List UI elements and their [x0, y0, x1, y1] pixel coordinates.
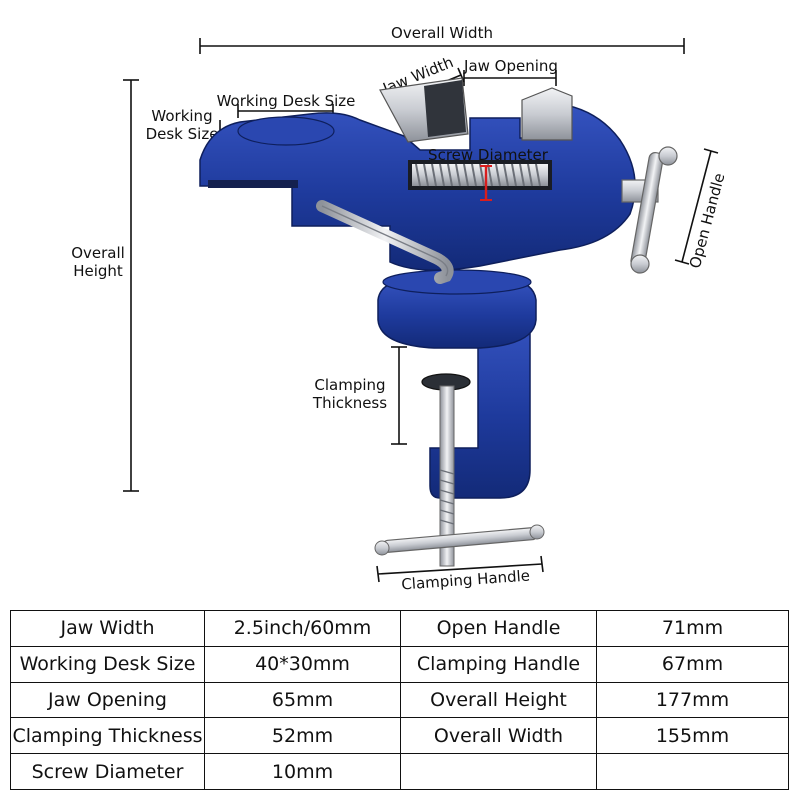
spec-name-cell: Clamping Handle	[400, 645, 597, 683]
spec-value-cell: 10mm	[204, 753, 401, 790]
clamping-handle-label: Clamping Handle	[401, 567, 531, 594]
working-desk-size-side-label-line1: Working	[151, 107, 212, 125]
spec-name-cell: Clamping Thickness	[10, 717, 205, 755]
open-handle-bar	[630, 152, 664, 268]
spec-name-cell: Overall Height	[400, 681, 597, 719]
spec-value-cell: 65mm	[204, 681, 401, 719]
jaw-opening-label: Jaw Opening	[463, 57, 558, 75]
spec-value-cell: 177mm	[596, 681, 789, 719]
spec-value-cell	[596, 753, 789, 790]
spec-name-cell: Working Desk Size	[10, 645, 205, 683]
clamping-thickness-label-line1: Clamping	[314, 376, 385, 394]
clamping-thickness-dimension: Clamping Thickness	[312, 346, 407, 445]
open-handle-dimension: Open Handle	[674, 148, 729, 270]
spec-name-cell: Jaw Width	[10, 610, 205, 647]
clamping-thickness-label-line2: Thickness	[312, 394, 387, 412]
spec-value-cell: 52mm	[204, 717, 401, 755]
screw-diameter-label: Screw Diameter	[428, 146, 549, 164]
clamping-handle-bar	[381, 527, 539, 553]
spec-name-cell: Open Handle	[400, 610, 597, 647]
vise-illustration: Screw Diameter	[199, 77, 678, 567]
moving-jaw	[521, 87, 573, 141]
spec-name-cell: Overall Width	[400, 717, 597, 755]
spec-value-cell: 155mm	[596, 717, 789, 755]
overall-height-dimension: Overall Height	[71, 79, 139, 492]
clamping-handle-dimension: Clamping Handle	[376, 555, 544, 594]
spec-name-cell	[400, 753, 597, 790]
jaw-opening-dimension: Jaw Opening	[463, 57, 558, 86]
vise-diagram: Overall Width Overall Height Working Des…	[71, 24, 729, 594]
spec-value-cell: 40*30mm	[204, 645, 401, 683]
working-desk-size-top-label: Working Desk Size	[217, 92, 356, 110]
spec-value-cell: 67mm	[596, 645, 789, 683]
overall-height-label-line2: Height	[73, 262, 123, 280]
working-desk-size-side-label-line2: Desk Size	[146, 125, 219, 143]
spec-name-cell: Screw Diameter	[10, 753, 205, 790]
spec-name-cell: Jaw Opening	[10, 681, 205, 719]
working-desk-size-dimension: Working Desk Size Working Desk Size	[146, 92, 356, 143]
overall-width-label: Overall Width	[391, 24, 493, 42]
main-screw	[408, 160, 552, 201]
spec-value-cell: 2.5inch/60mm	[204, 610, 401, 647]
overall-width-dimension: Overall Width	[199, 24, 685, 54]
working-desk-top	[237, 116, 335, 146]
spec-value-cell: 71mm	[596, 610, 789, 647]
overall-height-label-line1: Overall	[71, 244, 125, 262]
